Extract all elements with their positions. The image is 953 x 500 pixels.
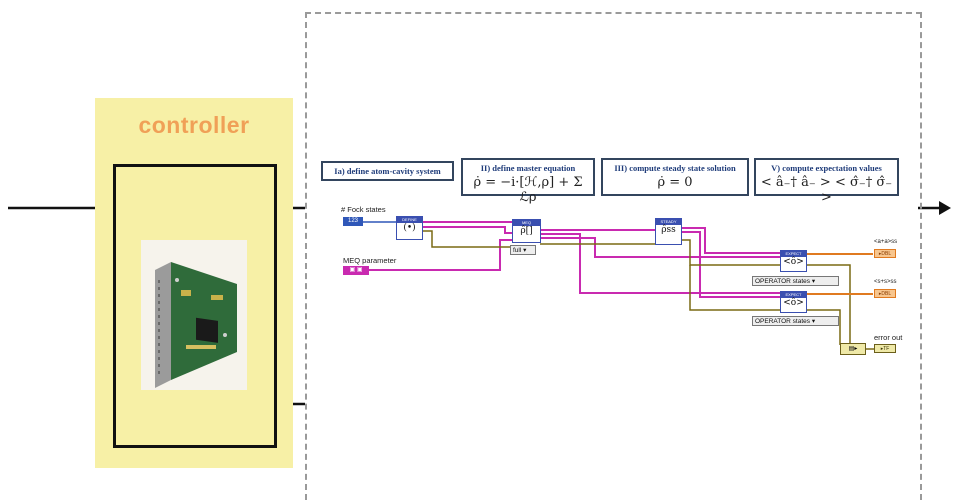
- meq-mode-dropdown[interactable]: full ▾: [510, 245, 536, 255]
- steady-node[interactable]: STEADY ρ̂ss: [655, 218, 682, 245]
- operator-dropdown-2-value: OPERATOR states: [755, 318, 810, 325]
- output-1-indicator: ▸DBL: [874, 249, 896, 258]
- wire-pink-meq: [368, 240, 512, 270]
- meq-parameter-label: MEQ parameter: [343, 256, 396, 265]
- wire-orange-group: [806, 254, 873, 294]
- define-node[interactable]: DEFINE (•): [396, 216, 423, 240]
- operator-dropdown-1-value: OPERATOR states: [755, 278, 810, 285]
- expect-node-2-glyph: <ô>: [781, 298, 806, 308]
- output-2-indicator: ▸DBL: [874, 289, 896, 298]
- operator-dropdown-2[interactable]: OPERATOR states ▾: [752, 316, 839, 326]
- meq-node-glyph: ρ̂[]: [513, 226, 540, 236]
- fock-states-label: # Fock states: [341, 205, 386, 214]
- wire-olive-4: [690, 265, 780, 310]
- steady-node-glyph: ρ̂ss: [656, 225, 681, 235]
- error-out-label: error out: [874, 333, 902, 342]
- output-1-label: <a+a>ss: [874, 239, 897, 245]
- wire-olive-2: [540, 240, 660, 244]
- fock-states-control[interactable]: 123: [343, 217, 363, 226]
- meq-node[interactable]: MEQ ρ̂[]: [512, 219, 541, 243]
- wire-olive-group: [422, 231, 850, 345]
- output-2-label: <s+s>ss: [874, 279, 897, 285]
- define-node-glyph: (•): [397, 223, 422, 233]
- error-out-indicator: ▸TF: [874, 344, 896, 353]
- merge-errors-node[interactable]: ▤▸: [840, 343, 866, 355]
- expect-node-1-glyph: <ô>: [781, 257, 806, 267]
- expect-node-1[interactable]: EXPECT <ô>: [780, 250, 807, 272]
- wire-pink-2: [422, 227, 512, 233]
- meq-parameter-control[interactable]: ▣ ▣: [343, 266, 369, 275]
- meq-mode-value: full: [513, 247, 521, 254]
- wire-pink-group: [368, 222, 780, 297]
- operator-dropdown-1[interactable]: OPERATOR states ▾: [752, 276, 839, 286]
- expect-node-2[interactable]: EXPECT <ô>: [780, 291, 807, 313]
